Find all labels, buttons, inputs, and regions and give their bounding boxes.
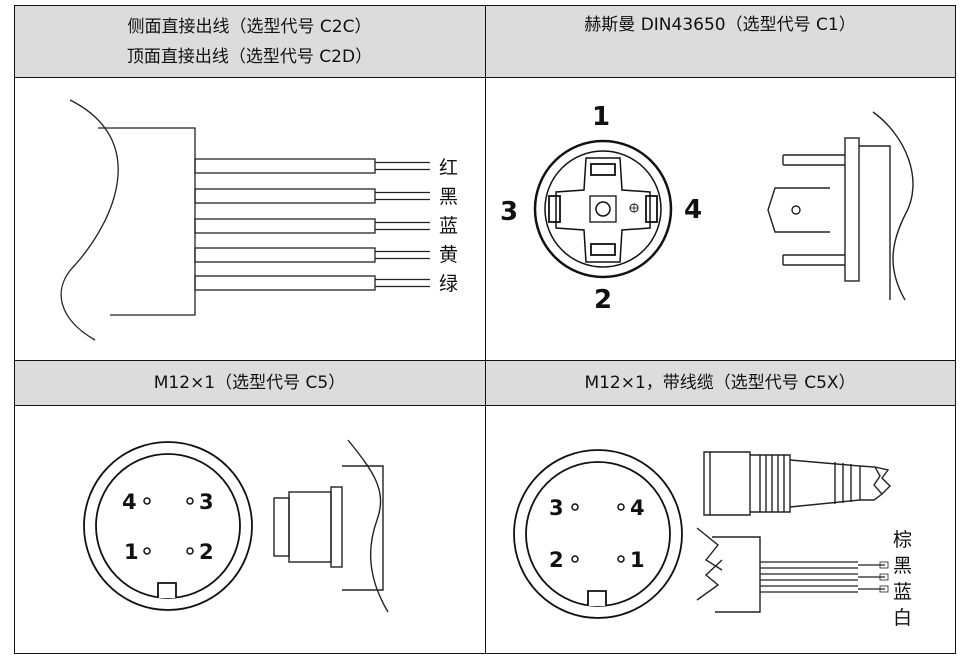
header-c2-line2: 顶面直接出线（选型代号 C2D） (126, 46, 373, 67)
c2-cable-drawing (60, 99, 430, 341)
c1-pin-label-top: 1 (592, 102, 610, 132)
c5-pin-label-top-right: 3 (199, 490, 214, 514)
c5x-front-view (513, 449, 683, 619)
c5x-wire-label-white: 白 (893, 607, 912, 629)
c5x-pin-label-bottom-left: 2 (549, 548, 564, 572)
header-c5-text: M12×1（选型代号 C5） (153, 373, 346, 393)
c5-pin-label-bottom-left: 1 (124, 540, 139, 564)
header-c2-line1: 侧面直接出线（选型代号 C2C） (127, 16, 372, 37)
c5x-pin-label-top-left: 3 (549, 496, 564, 520)
c5-pin-label-bottom-right: 2 (199, 540, 214, 564)
c1-pin-label-left: 3 (500, 197, 518, 227)
c5x-cable-wires (696, 527, 889, 613)
c5x-wire-label-blue: 蓝 (893, 581, 912, 603)
c5x-wire-label-brown: 棕 (893, 529, 912, 551)
c5-pin-label-top-left: 4 (122, 490, 137, 514)
c5x-cable-connector (703, 451, 891, 516)
c2-wires (194, 158, 430, 291)
header-c5x: M12×1，带线缆（选型代号 C5X） (485, 361, 955, 405)
c5x-break-lower (696, 559, 723, 601)
c5x-break-upper (696, 527, 723, 571)
c2-wire-label-yellow: 黄 (439, 244, 458, 266)
c1-pin-label-bottom: 2 (594, 285, 612, 315)
c1-pin-cross (555, 157, 651, 263)
header-c1: 赫斯曼 DIN43650（选型代号 C1） (485, 6, 955, 77)
c5-housing-curve (347, 439, 389, 613)
c2-housing-curve (60, 99, 119, 341)
c2-wire-label-red: 红 (439, 157, 458, 179)
header-c5x-text: M12×1，带线缆（选型代号 C5X） (584, 373, 856, 393)
c2-housing-outline (98, 127, 196, 316)
c1-side-view (767, 111, 914, 301)
c5-side-view (273, 439, 389, 613)
c1-housing-curve (872, 111, 914, 301)
header-c1-text: 赫斯曼 DIN43650（选型代号 C1） (584, 15, 856, 35)
header-c2: 侧面直接出线（选型代号 C2C） 顶面直接出线（选型代号 C2D） (14, 6, 485, 77)
c5x-pin-label-bottom-right: 1 (630, 548, 645, 572)
header-c5: M12×1（选型代号 C5） (14, 361, 485, 405)
c5-front-view (83, 441, 253, 611)
c1-pin-label-right: 4 (684, 195, 702, 225)
c5x-pin-label-top-right: 4 (630, 496, 645, 520)
table-column-divider (485, 5, 486, 654)
c2-wire-label-green: 绿 (439, 273, 458, 295)
c2-wire-label-blue: 蓝 (439, 215, 458, 237)
c5x-wire-label-black: 黑 (893, 555, 912, 577)
table-border-right (955, 5, 956, 654)
c2-wire-label-black: 黑 (439, 186, 458, 208)
table-border-left (14, 5, 15, 654)
c1-front-view (533, 139, 673, 279)
